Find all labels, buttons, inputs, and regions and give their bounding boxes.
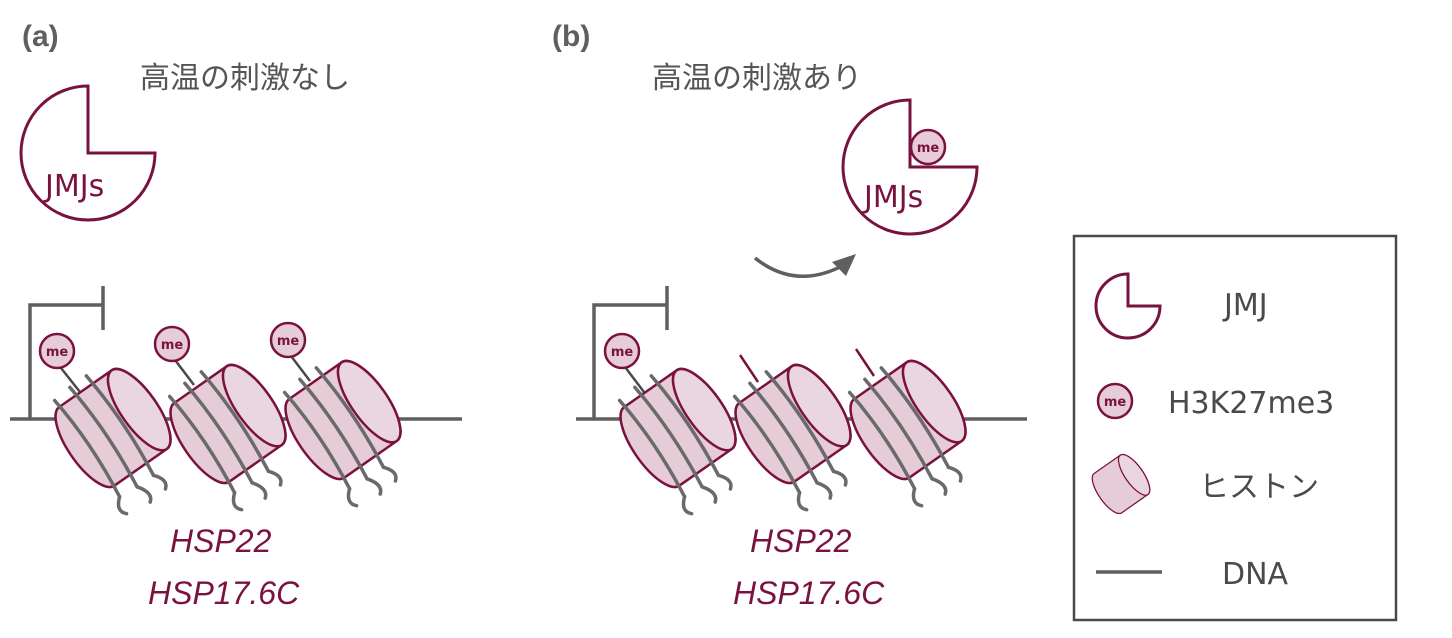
histone-b3 [838,350,978,513]
jmj-protein-a: JMJs [19,84,157,222]
legend: JMJ me H3K27me3 ヒストン DNA [1072,234,1398,622]
panel-a-label: (a) [22,20,59,53]
legend-item-dna: DNA [1096,557,1289,592]
me-mark-a3 [269,321,307,359]
gene-label-a2: HSP17.6C [148,575,300,611]
me-mark-a1 [38,332,76,370]
nucleosome-b3 [838,348,978,513]
nucleosome-b1: me [603,332,748,521]
legend-me-label: me [1104,395,1127,410]
histone-tail-b2 [738,354,760,383]
legend-item-histone: ヒストン [1086,449,1319,519]
histone-tail-b3 [854,348,876,377]
legend-label-jmj: JMJ [1222,288,1268,323]
me-label-a1: me [46,345,69,360]
me-mark-bound [909,128,947,166]
legend-item-jmj: JMJ [1094,272,1268,340]
gene-label-b1: HSP22 [750,523,852,559]
promoter-arrow-b [592,303,667,419]
panel-b: (b) 高温の刺激あり me JMJs me [552,20,1027,611]
panel-b-label: (b) [552,20,590,53]
me-mark-b1 [603,332,641,370]
nucleosome-b2 [723,354,863,517]
gene-label-b2: HSP17.6C [733,575,885,611]
panel-a-title: 高温の刺激なし [140,61,350,96]
legend-label-dna: DNA [1222,557,1289,592]
gene-label-a1: HSP22 [170,523,272,559]
panel-a: (a) 高温の刺激なし JMJs me me [10,20,462,611]
nucleosome-a3: me [269,321,413,513]
legend-label-histone: ヒストン [1199,470,1319,505]
histone-a3 [273,350,413,513]
me-mark-a2 [153,325,191,363]
jmj-label-b: JMJs [862,180,923,215]
me-label-bound: me [917,141,940,156]
me-label-a2: me [161,338,184,353]
nucleosome-a2: me [153,325,298,517]
legend-item-h3k27me3: me H3K27me3 [1096,382,1334,421]
me-icon [1096,382,1134,420]
jmj-protein-b: me JMJs [841,98,979,236]
promoter-arrow-a [28,303,103,419]
curved-arrow-icon [753,254,856,278]
me-label-b1: me [611,345,634,360]
panel-b-title: 高温の刺激あり [652,61,862,96]
legend-label-h3k27me3: H3K27me3 [1168,386,1334,421]
jmj-label-a: JMJs [43,169,104,204]
nucleosome-a1: me [38,332,183,521]
jmj-icon [1094,272,1162,340]
me-label-a3: me [277,334,300,349]
